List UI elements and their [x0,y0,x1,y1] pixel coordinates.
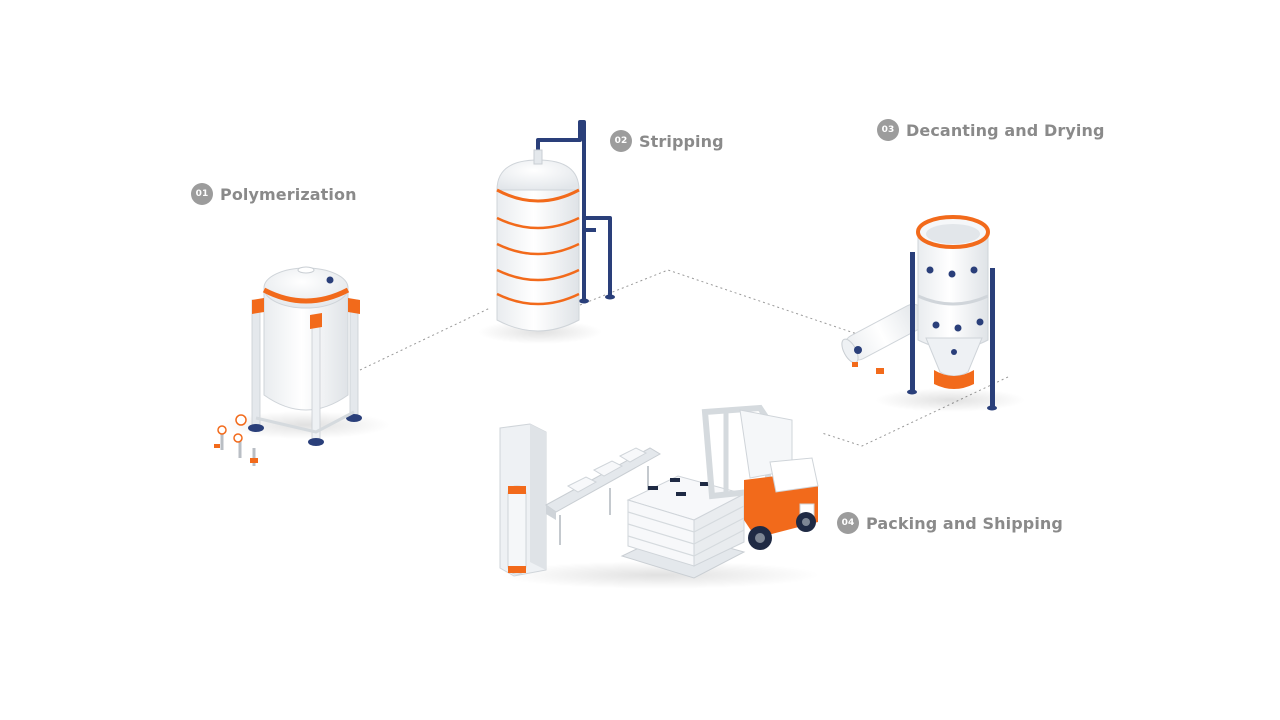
forklift [701,404,819,550]
step-label-stripping: 02 Stripping [610,130,724,152]
connector-2-3 [579,269,861,336]
polymerization-reactor-icon [214,266,390,466]
stripping-column-icon [478,120,615,344]
step-label-polymerization: 01 Polymerization [191,183,357,205]
step-title: Decanting and Drying [906,120,1105,140]
step-label-packing-shipping: 04 Packing and Shipping [837,512,1063,534]
step-number-badge: 04 [837,512,859,534]
step-number-badge: 03 [877,119,899,141]
step-number-badge: 02 [610,130,632,152]
bag-pallet [620,475,746,579]
step-title: Packing and Shipping [866,513,1063,533]
connector-1-2 [359,307,491,371]
dryer-decanter-icon [841,215,1025,412]
step-number-badge: 01 [191,183,213,205]
step-title: Polymerization [220,184,357,204]
step-label-decanting-drying: 03 Decanting and Drying [877,119,1105,141]
connector-3-4 [821,376,1009,447]
step-title: Stripping [639,131,724,151]
forklift-pallet-icon [499,404,820,589]
